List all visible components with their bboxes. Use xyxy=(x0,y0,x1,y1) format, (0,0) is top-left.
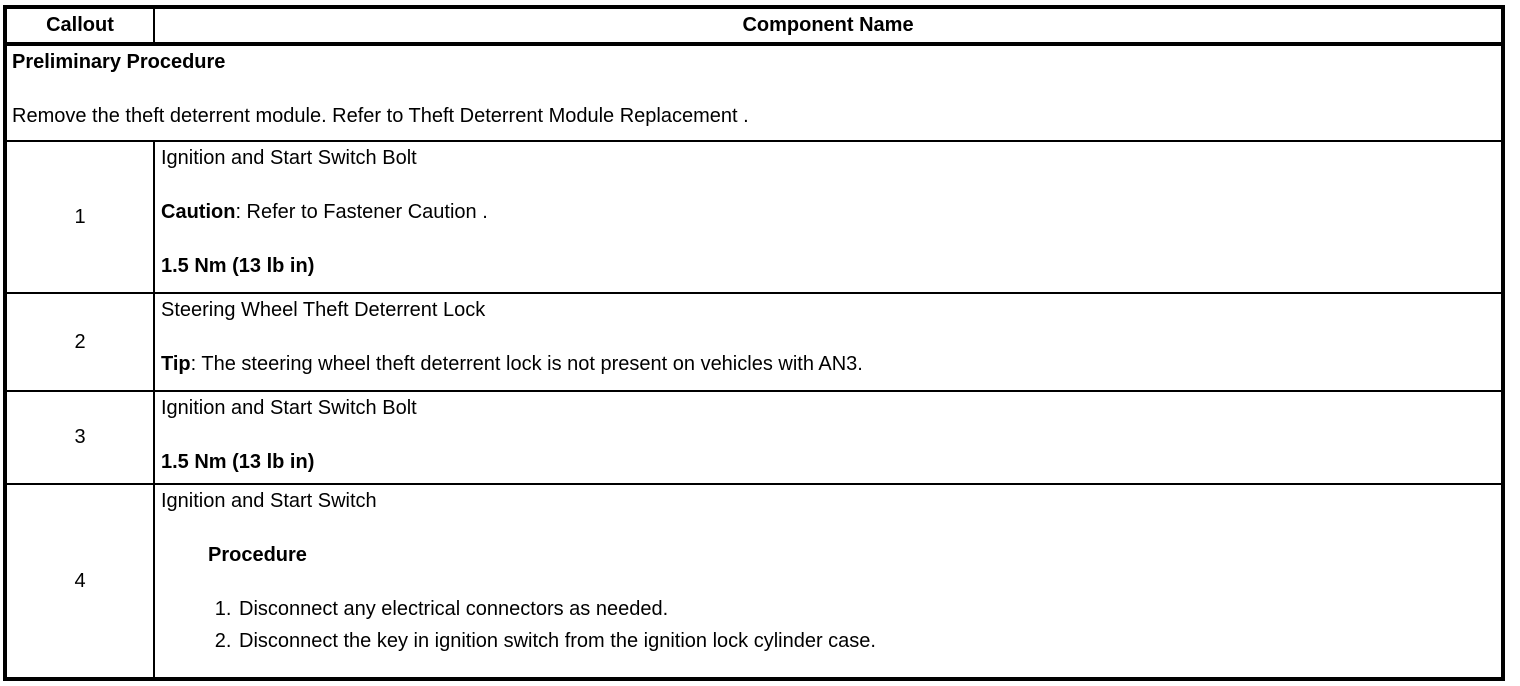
component-cell: Ignition and Start Switch Bolt Caution: … xyxy=(153,140,1504,294)
callout-number: 1 xyxy=(4,140,155,294)
preliminary-procedure-text: Remove the theft deterrent module. Refer… xyxy=(12,105,1495,128)
callout-number: 4 xyxy=(4,483,155,680)
caution-label: Caution xyxy=(161,201,236,223)
table-row: 2 Steering Wheel Theft Deterrent Lock Ti… xyxy=(4,292,1504,392)
tip-note: Tip: The steering wheel theft deterrent … xyxy=(161,353,1495,376)
component-cell: Ignition and Start Switch Bolt 1.5 Nm (1… xyxy=(153,390,1504,485)
procedure-step: Disconnect any electrical connectors as … xyxy=(237,598,1495,621)
preliminary-text-end: . xyxy=(737,105,749,127)
table-row: 1 Ignition and Start Switch Bolt Caution… xyxy=(4,140,1504,294)
column-header-callout: Callout xyxy=(4,6,155,46)
callout-number: 3 xyxy=(4,390,155,485)
preliminary-procedure-title: Preliminary Procedure xyxy=(12,51,226,73)
caution-note: Caution: Refer to Fastener Caution . xyxy=(161,201,1495,224)
procedure-steps-list: Disconnect any electrical connectors as … xyxy=(161,598,1495,653)
component-cell: Ignition and Start Switch Procedure Disc… xyxy=(153,483,1504,680)
component-title: Ignition and Start Switch xyxy=(161,490,377,512)
procedure-heading: Procedure xyxy=(208,544,307,566)
component-callout-table: Callout Component Name Preliminary Proce… xyxy=(3,5,1505,681)
torque-spec: 1.5 Nm (13 lb in) xyxy=(161,255,315,277)
torque-spec: 1.5 Nm (13 lb in) xyxy=(161,451,315,473)
table-header-row: Callout Component Name xyxy=(4,6,1504,46)
fastener-caution-link[interactable]: Fastener Caution xyxy=(323,201,477,223)
component-title: Steering Wheel Theft Deterrent Lock xyxy=(161,299,486,321)
theft-deterrent-module-replacement-link[interactable]: Theft Deterrent Module Replacement xyxy=(408,105,738,127)
caution-text: : Refer to xyxy=(235,201,324,223)
tip-label: Tip xyxy=(161,353,191,375)
component-title: Ignition and Start Switch Bolt xyxy=(161,397,417,419)
preliminary-text-start: Remove the theft deterrent module. Refer… xyxy=(12,105,409,127)
procedure-step: Disconnect the key in ignition switch fr… xyxy=(237,630,1495,653)
preliminary-procedure-row: Preliminary Procedure Remove the theft d… xyxy=(4,43,1504,142)
preliminary-procedure-cell: Preliminary Procedure Remove the theft d… xyxy=(4,43,1504,142)
column-header-component-name: Component Name xyxy=(153,6,1504,46)
table-row: 4 Ignition and Start Switch Procedure Di… xyxy=(4,483,1504,680)
table-row: 3 Ignition and Start Switch Bolt 1.5 Nm … xyxy=(4,390,1504,485)
caution-text-end: . xyxy=(476,201,488,223)
component-title: Ignition and Start Switch Bolt xyxy=(161,147,417,169)
callout-number: 2 xyxy=(4,292,155,392)
component-cell: Steering Wheel Theft Deterrent Lock Tip:… xyxy=(153,292,1504,392)
tip-text: : The steering wheel theft deterrent loc… xyxy=(190,353,863,375)
